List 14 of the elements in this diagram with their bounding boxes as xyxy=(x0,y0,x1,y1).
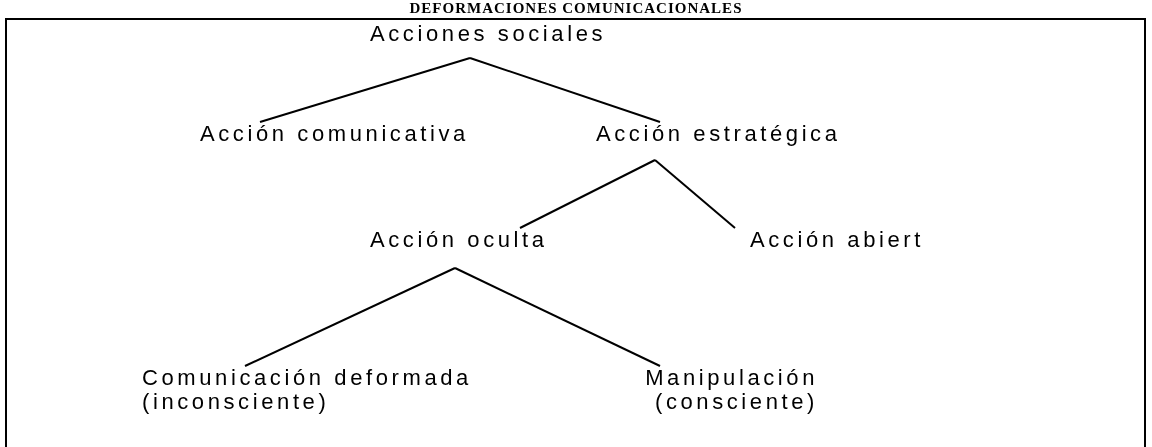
diagram-title: DEFORMACIONES COMUNICACIONALES xyxy=(409,0,743,17)
connector-line xyxy=(259,57,471,123)
connector-line xyxy=(454,267,661,367)
node-label: Acción abiert xyxy=(750,228,924,252)
connector-line xyxy=(519,159,656,229)
node-label: Acción estratégica xyxy=(596,122,841,146)
node-label: Acción oculta xyxy=(370,228,548,252)
node-label: Manipulación (consciente) xyxy=(645,365,818,414)
connector-line xyxy=(244,267,456,367)
node-label: Acciones sociales xyxy=(370,22,607,46)
node-label: Comunicación deformada (inconsciente) xyxy=(142,365,472,414)
connector-line xyxy=(469,57,661,123)
connector-line xyxy=(654,159,736,229)
node-label: Acción comunicativa xyxy=(200,122,469,146)
